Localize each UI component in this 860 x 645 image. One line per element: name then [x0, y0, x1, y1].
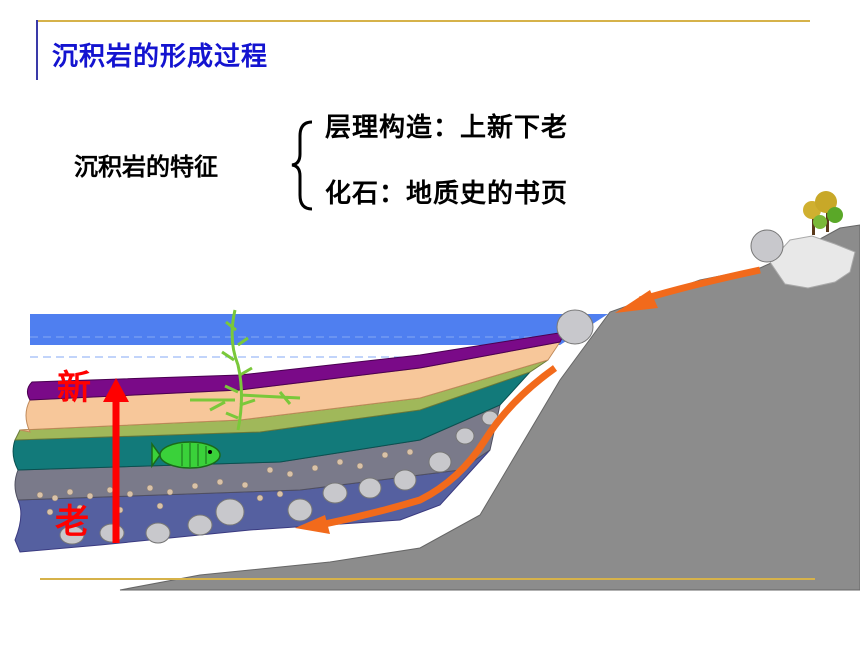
seaweed	[190, 309, 301, 431]
bottom-rule	[40, 578, 815, 580]
flow-arrow-bottom	[319, 365, 558, 529]
label-new: 新	[57, 368, 91, 408]
label-old: 老	[55, 502, 89, 542]
gravel	[36, 448, 414, 516]
layer-teal	[12, 371, 531, 471]
brace-icon	[291, 120, 313, 211]
feature-item-bedding: 层理构造：上新下老	[325, 113, 569, 143]
layer-purple	[26, 331, 566, 401]
snow-cap	[769, 235, 856, 289]
trees	[803, 191, 843, 235]
pebbles	[59, 229, 784, 545]
layer-gray-pebbles	[14, 404, 501, 501]
fish-fossil	[151, 441, 221, 469]
top-rule	[36, 20, 810, 22]
feature-item-fossil: 化石：地质史的书页	[325, 179, 569, 209]
page-title: 沉积岩的形成过程	[52, 42, 269, 72]
feature-label: 沉积岩的特征	[74, 152, 218, 181]
age-arrow-head	[103, 378, 129, 402]
title-accent-bar	[36, 20, 38, 80]
